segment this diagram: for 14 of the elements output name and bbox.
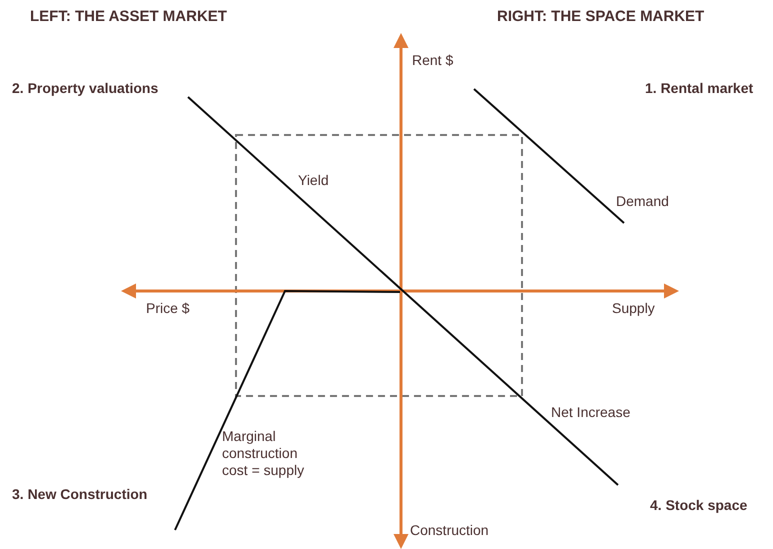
axis-label: Construction bbox=[410, 522, 489, 539]
axis-label: Rent $ bbox=[412, 52, 454, 69]
title-heading: LEFT: THE ASSET MARKET bbox=[30, 8, 227, 25]
quadrant-label: 3. New Construction bbox=[12, 486, 148, 503]
axis-label: Supply bbox=[612, 300, 655, 317]
curve-label: Marginal construction cost = supply bbox=[222, 428, 306, 479]
quadrant-label: 2. Property valuations bbox=[12, 80, 158, 97]
quadrant-label: 1. Rental market bbox=[645, 80, 754, 97]
curve-label: Yield bbox=[298, 172, 329, 189]
curve-label: Demand bbox=[616, 193, 669, 210]
title-heading: RIGHT: THE SPACE MARKET bbox=[497, 8, 704, 25]
quadrant-label: 4. Stock space bbox=[650, 497, 748, 514]
axis-label: Price $ bbox=[146, 300, 190, 317]
curve-label: Net Increase bbox=[551, 404, 630, 421]
